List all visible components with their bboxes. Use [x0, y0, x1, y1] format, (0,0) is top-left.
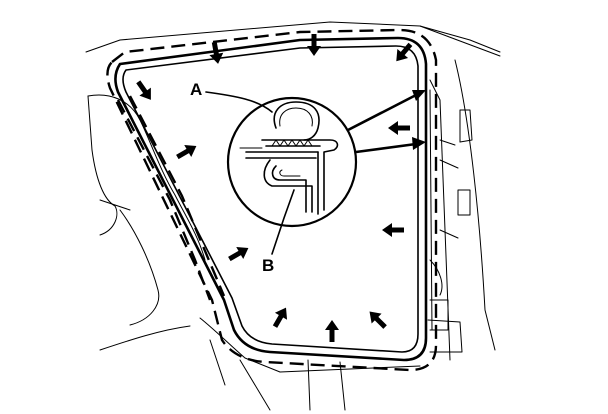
inner-seat-dashed-line-2: [128, 95, 226, 297]
detail-leader-lower: [354, 142, 418, 154]
press-arrow: [382, 223, 404, 237]
seal-cross-section-detail: [226, 96, 358, 228]
detail-leader-upper: [346, 92, 420, 132]
press-arrow: [136, 80, 151, 100]
vehicle-body-outline: [85, 21, 501, 411]
press-arrow: [176, 144, 197, 160]
press-arrow: [272, 307, 288, 328]
press-arrow: [228, 246, 249, 262]
label-b: B: [262, 256, 274, 275]
press-arrow: [325, 320, 339, 342]
press-arrow: [396, 42, 413, 62]
press-arrows: [136, 34, 413, 342]
label-a-leader: [205, 91, 273, 113]
label-a: A: [190, 80, 202, 99]
inner-seat-dashed-line: [116, 99, 212, 301]
door-opening-seal: [114, 36, 428, 362]
press-arrow: [307, 34, 321, 56]
door-opening-seal-inner: [122, 45, 419, 353]
press-arrow: [388, 121, 410, 135]
press-arrow: [369, 311, 387, 329]
detail-leader-lower-head: [412, 137, 426, 150]
label-b-leader: [271, 189, 295, 255]
press-arrow: [209, 41, 224, 64]
outer-seal-dashed-line: [106, 28, 438, 372]
detail-leader-upper-head: [412, 90, 426, 101]
